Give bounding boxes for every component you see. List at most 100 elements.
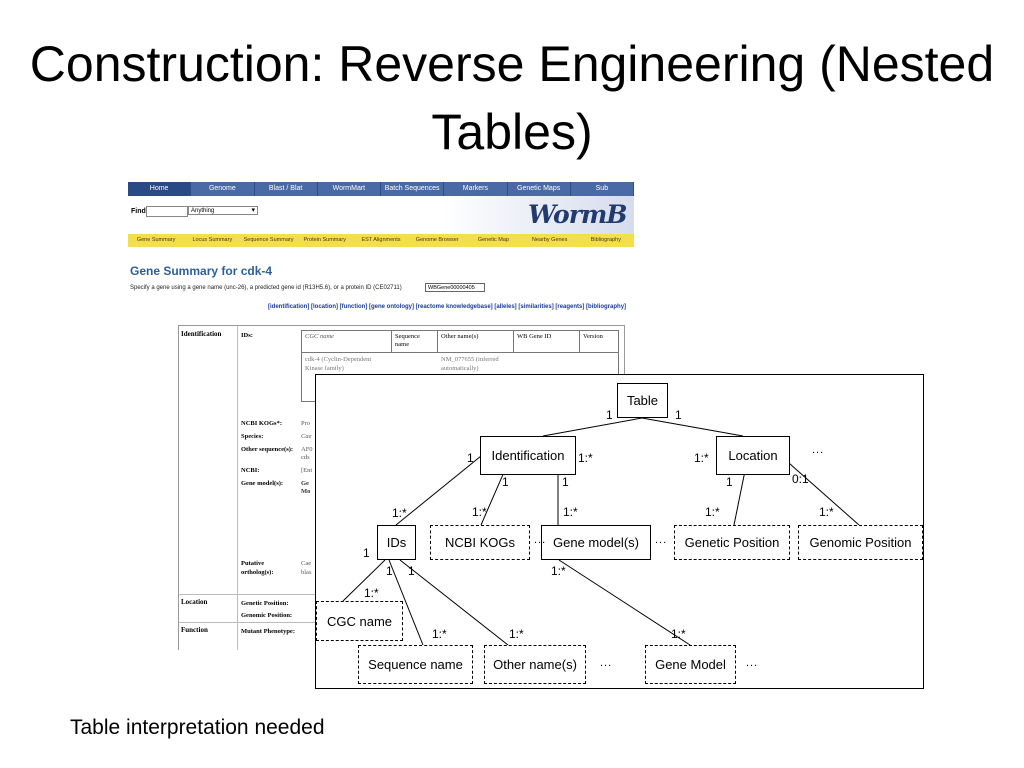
nav-batch-sequences: Batch Sequences xyxy=(381,182,445,196)
field-ncbi: NCBI: xyxy=(241,467,260,474)
node-table: Table xyxy=(617,383,668,418)
table-structure-diagram: Table Identification Location IDs NCBI K… xyxy=(315,374,924,689)
field-putative-orthologs: Putative ortholog(s): xyxy=(241,560,274,576)
tab-protein-summary: Protein Summary xyxy=(303,237,347,243)
node-genetic-position: Genetic Position xyxy=(674,525,790,560)
mult-ncbi-kogs: 1:* xyxy=(472,505,487,519)
diagram-edges xyxy=(342,417,860,646)
value-gene-models: Ge Mo xyxy=(301,480,311,495)
mult-genetic-position: 1:* xyxy=(705,505,720,519)
edge-gene-models-gene-model xyxy=(558,559,691,646)
value-putative-orthologs: Cae blas xyxy=(301,560,312,576)
mult-identification-top: 1 xyxy=(467,451,474,465)
mult-ids-left: 1 xyxy=(363,546,370,560)
edge-location-genomic-position xyxy=(780,455,860,526)
wormbase-find-bar: Find: Anything WormB xyxy=(128,196,634,234)
node-gene-model: Gene Model xyxy=(645,645,736,684)
tab-bibliography: Bibliography xyxy=(590,237,621,243)
mult-identification-side: 1:* xyxy=(578,451,593,465)
ellipsis-ncbi: ... xyxy=(534,534,547,546)
edge-table-identification xyxy=(542,417,643,437)
section-location: Location xyxy=(181,598,208,606)
specify-gene-text: Specify a gene using a gene name (unc-26… xyxy=(130,285,402,291)
tab-genetic-map: Genetic Map xyxy=(477,237,510,243)
tab-sequence-summary: Sequence Summary xyxy=(243,237,294,243)
mult-other-names: 1:* xyxy=(509,627,524,641)
footer-note: Table interpretation needed xyxy=(70,716,325,739)
value-species: Cae xyxy=(301,433,312,440)
ellipsis-other-names: ... xyxy=(600,657,613,669)
node-identification: Identification xyxy=(480,436,576,475)
nav-home: Home xyxy=(128,182,192,196)
mult-table-left: 1 xyxy=(606,408,613,422)
ellipsis-gene-models: ... xyxy=(655,534,668,546)
tab-gene-summary: Gene Summary xyxy=(136,237,176,243)
node-gene-models: Gene model(s) xyxy=(541,525,651,560)
node-other-names: Other name(s) xyxy=(484,645,586,684)
field-mutant-phenotype: Mutant Phenotype: xyxy=(241,628,295,635)
mult-gene-models: 1:* xyxy=(563,505,578,519)
edge-table-location xyxy=(641,417,744,437)
wormbase-logo: WormB xyxy=(528,200,627,229)
field-species: Species: xyxy=(241,433,264,440)
edge-ids-sequence-name xyxy=(388,559,424,646)
field-genomic-position: Genomic Position: xyxy=(241,612,293,619)
nav-genetic-maps: Genetic Maps xyxy=(508,182,571,196)
mult-sequence-name: 1:* xyxy=(432,627,447,641)
header-sequence-name: Sequence name xyxy=(392,331,438,353)
field-gene-models: Gene model(s): xyxy=(241,480,284,487)
header-other-names: Other name(s) xyxy=(438,331,514,353)
ellipsis-gene-model: ... xyxy=(746,657,759,669)
slide-title: Construction: Reverse Engineering (Neste… xyxy=(29,36,995,160)
nav-markers: Markers xyxy=(444,182,508,196)
mult-ids-bottom-2: 1 xyxy=(408,564,415,578)
mult-cgc-name: 1:* xyxy=(364,586,379,600)
header-cgc-name: CGC name xyxy=(302,331,392,353)
field-ncbi-kogs: NCBI KOGs*: xyxy=(241,420,282,427)
tab-est-alignments: EST Alignments xyxy=(361,237,401,243)
mult-location-genomic: 0:1 xyxy=(792,472,809,486)
mult-ids-bottom-1: 1 xyxy=(386,564,393,578)
mult-genomic-position: 1:* xyxy=(819,505,834,519)
header-wb-gene-id: WB Gene ID xyxy=(514,331,580,353)
section-links: [identification] [location] [function] [… xyxy=(268,304,627,310)
value-ncbi-kogs: Pro xyxy=(301,420,311,427)
cell-other-names: NM_077655 (inferred automatically) xyxy=(441,356,499,372)
mult-identification-ncbi: 1 xyxy=(502,475,509,489)
tab-genome-browser: Genome Browser xyxy=(415,237,459,243)
node-cgc-name: CGC name xyxy=(316,601,403,641)
mult-location-side: 1:* xyxy=(694,451,709,465)
tab-nearby-genes: Nearby Genes xyxy=(531,237,568,243)
edge-ids-other-names xyxy=(399,559,509,646)
mult-ids: 1:* xyxy=(392,506,407,520)
section-identification: Identification xyxy=(181,330,222,338)
gene-summary-heading: Gene Summary for cdk-4 xyxy=(130,264,273,278)
mult-location-genetic: 1 xyxy=(726,475,733,489)
table-column-divider xyxy=(237,326,238,650)
field-other-sequences: Other sequence(s): xyxy=(241,446,294,453)
nav-wormmart: WormMart xyxy=(318,182,381,196)
find-input xyxy=(146,206,188,217)
tab-locus-summary: Locus Summary xyxy=(192,237,233,243)
gene-id-input: WBGene00000405 xyxy=(425,283,485,292)
nav-blast: Blast / Blat xyxy=(255,182,318,196)
mult-gene-models-bottom: 1:* xyxy=(551,564,566,578)
find-label: Find: xyxy=(131,208,149,215)
wormbase-summary-tabs: Gene Summary Locus Summary Sequence Summ… xyxy=(128,234,634,247)
edge-ids-cgc-name xyxy=(342,559,386,602)
mult-gene-model: 1:* xyxy=(671,627,686,641)
section-function: Function xyxy=(181,626,208,634)
node-ncbi-kogs: NCBI KOGs xyxy=(430,525,530,560)
ellipsis-location: ... xyxy=(812,444,825,456)
value-ncbi: [Ent xyxy=(301,467,313,474)
field-genetic-position: Genetic Position: xyxy=(241,600,289,607)
mult-identification-gene: 1 xyxy=(562,475,569,489)
edge-identification-ids xyxy=(395,455,482,526)
header-version: Version xyxy=(580,331,618,353)
wormbase-nav-bar: Home Genome Blast / Blat WormMart Batch … xyxy=(128,182,634,196)
nav-sub: Sub xyxy=(571,182,634,196)
cell-cgc-name: cdk-4 (Cyclin-Dependent Kinase family) xyxy=(305,356,372,372)
find-select: Anything xyxy=(188,206,258,215)
node-sequence-name: Sequence name xyxy=(358,645,473,684)
node-ids: IDs xyxy=(377,525,416,560)
